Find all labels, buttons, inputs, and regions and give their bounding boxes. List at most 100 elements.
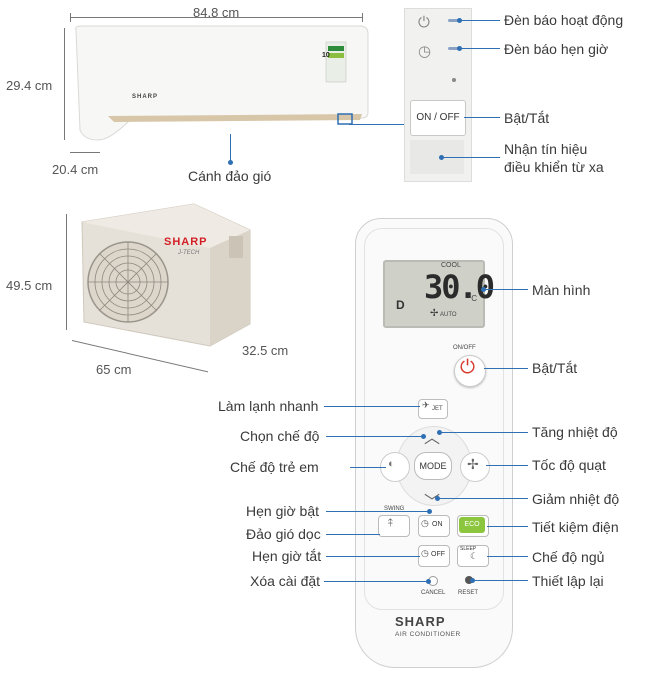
- fan-speed-button[interactable]: [460, 452, 490, 482]
- swing-button[interactable]: [378, 515, 410, 537]
- remote-brand-logo: SHARP: [395, 614, 446, 629]
- width-dim-line: [70, 17, 363, 18]
- pointer-dot: [228, 160, 233, 165]
- pointer: [326, 436, 424, 437]
- pointer-dot: [457, 18, 462, 23]
- onoff-button[interactable]: [454, 355, 486, 387]
- outdoor-depth: 32.5 cm: [242, 343, 289, 358]
- screen-label: Màn hình: [532, 282, 591, 298]
- eco-badge: ECO: [459, 517, 485, 533]
- pointer: [326, 511, 430, 512]
- child-label: Chế độ trẻ em: [230, 459, 319, 475]
- panel-power-label: Bật/Tắt: [504, 110, 550, 126]
- pointer: [487, 556, 528, 557]
- panel-onoff-button[interactable]: ON / OFF: [410, 100, 466, 136]
- power-icon: ⏻: [460, 357, 476, 378]
- timer-icon: ◷: [418, 43, 432, 60]
- timer-off-text: OFF: [431, 551, 445, 558]
- receiver-label-2: điều khiển từ xa: [504, 159, 604, 175]
- pointer: [460, 48, 500, 49]
- reset-text: RESET: [458, 590, 479, 596]
- timer-led-label: Đèn báo hẹn giờ: [504, 41, 609, 57]
- sleep-label: Chế độ ngủ: [532, 549, 605, 565]
- indoor-brand-logo: SHARP: [132, 94, 159, 100]
- timer-on-button[interactable]: [418, 515, 450, 537]
- dim-tick: [70, 13, 71, 22]
- timer-on-text: ON: [432, 521, 443, 528]
- cancel-text: CANCEL: [421, 590, 446, 596]
- outdoor-brand-logo: SHARP: [164, 236, 208, 248]
- energy-label-number: 10: [322, 52, 330, 59]
- pointer-dot: [439, 155, 444, 160]
- outdoor-subbrand: J-TECH: [178, 250, 200, 256]
- lcd-fan-mode: AUTO: [440, 312, 457, 318]
- pointer-dot: [426, 579, 431, 584]
- pointer: [326, 534, 380, 535]
- width-dim-line: [72, 340, 208, 405]
- pointer: [440, 432, 528, 433]
- outdoor-width: 65 cm: [96, 362, 132, 377]
- pointer: [326, 556, 420, 557]
- dim-tick: [362, 13, 363, 22]
- lcd-mode: COOL: [441, 262, 461, 269]
- outdoor-unit-body: [81, 203, 251, 347]
- pointer-dot: [427, 509, 432, 514]
- timer-led: [448, 47, 462, 50]
- sleep-text: SLEEP: [460, 546, 477, 552]
- pointer: [484, 368, 528, 369]
- pointer: [460, 20, 500, 21]
- remote-inner-outline: [364, 228, 504, 610]
- lcd-auto-icon: D: [396, 298, 405, 312]
- pointer: [464, 117, 500, 118]
- pointer-dot: [457, 46, 462, 51]
- power-icon: ⏻: [418, 14, 430, 31]
- pointer: [442, 157, 500, 158]
- timer-off-label: Hẹn giờ tắt: [252, 548, 322, 564]
- lcd-fan-icon: ✢: [430, 308, 439, 319]
- fan-label: Tốc độ quạt: [532, 457, 606, 473]
- mode-label: Chọn chế độ: [240, 428, 320, 444]
- mode-button[interactable]: MODE: [414, 452, 452, 480]
- swing-label: Đảo gió dọc: [246, 526, 321, 542]
- pointer-dot: [435, 496, 440, 501]
- lcd-unit: °C: [468, 294, 477, 303]
- eco-label: Tiết kiệm điện: [532, 519, 619, 535]
- pointer: [438, 498, 528, 499]
- pointer-dot: [470, 578, 475, 583]
- swing-icon: ⤉: [388, 517, 393, 529]
- pointer-dot: [421, 434, 426, 439]
- pointer-dot: [437, 430, 442, 435]
- pointer: [324, 581, 428, 582]
- reset-label: Thiết lập lại: [532, 573, 604, 589]
- louver-pointer-v: [230, 134, 231, 162]
- timer-off-icon: ◷: [421, 548, 429, 558]
- swing-text: SWING: [384, 506, 405, 512]
- indoor-unit-body: [75, 25, 369, 141]
- depth-dim-line: [70, 152, 100, 153]
- indoor-height: 29.4 cm: [6, 78, 53, 93]
- timer-on-label: Hẹn giờ bật: [246, 503, 320, 519]
- pointer: [486, 465, 528, 466]
- height-dim-line: [64, 28, 65, 140]
- indoor-depth: 20.4 cm: [52, 162, 99, 177]
- moon-icon: ☾: [470, 551, 479, 561]
- outdoor-height: 49.5 cm: [6, 278, 53, 293]
- power-label: Bật/Tắt: [532, 360, 578, 376]
- louver-label: Cánh đảo gió: [188, 168, 272, 184]
- pointer: [484, 289, 528, 290]
- timer-on-icon: ◷: [421, 518, 429, 528]
- pointer-dot: [481, 287, 486, 292]
- temp-up-button[interactable]: ︿: [424, 430, 441, 447]
- pointer: [324, 406, 420, 407]
- temp-up-label: Tăng nhiệt độ: [532, 424, 618, 440]
- onoff-text: ON/OFF: [453, 345, 476, 351]
- jet-text: JET: [432, 406, 443, 412]
- indoor-width: 84.8 cm: [193, 5, 240, 20]
- temp-down-label: Giảm nhiệt độ: [532, 491, 620, 507]
- remote-subtitle: AIR CONDITIONER: [395, 631, 461, 638]
- receiver-label-1: Nhận tín hiệu: [504, 141, 588, 157]
- pointer: [350, 467, 386, 468]
- jet-button[interactable]: [418, 399, 448, 419]
- reset-button[interactable]: [465, 576, 473, 584]
- power-led-label: Đèn báo hoạt động: [504, 12, 624, 28]
